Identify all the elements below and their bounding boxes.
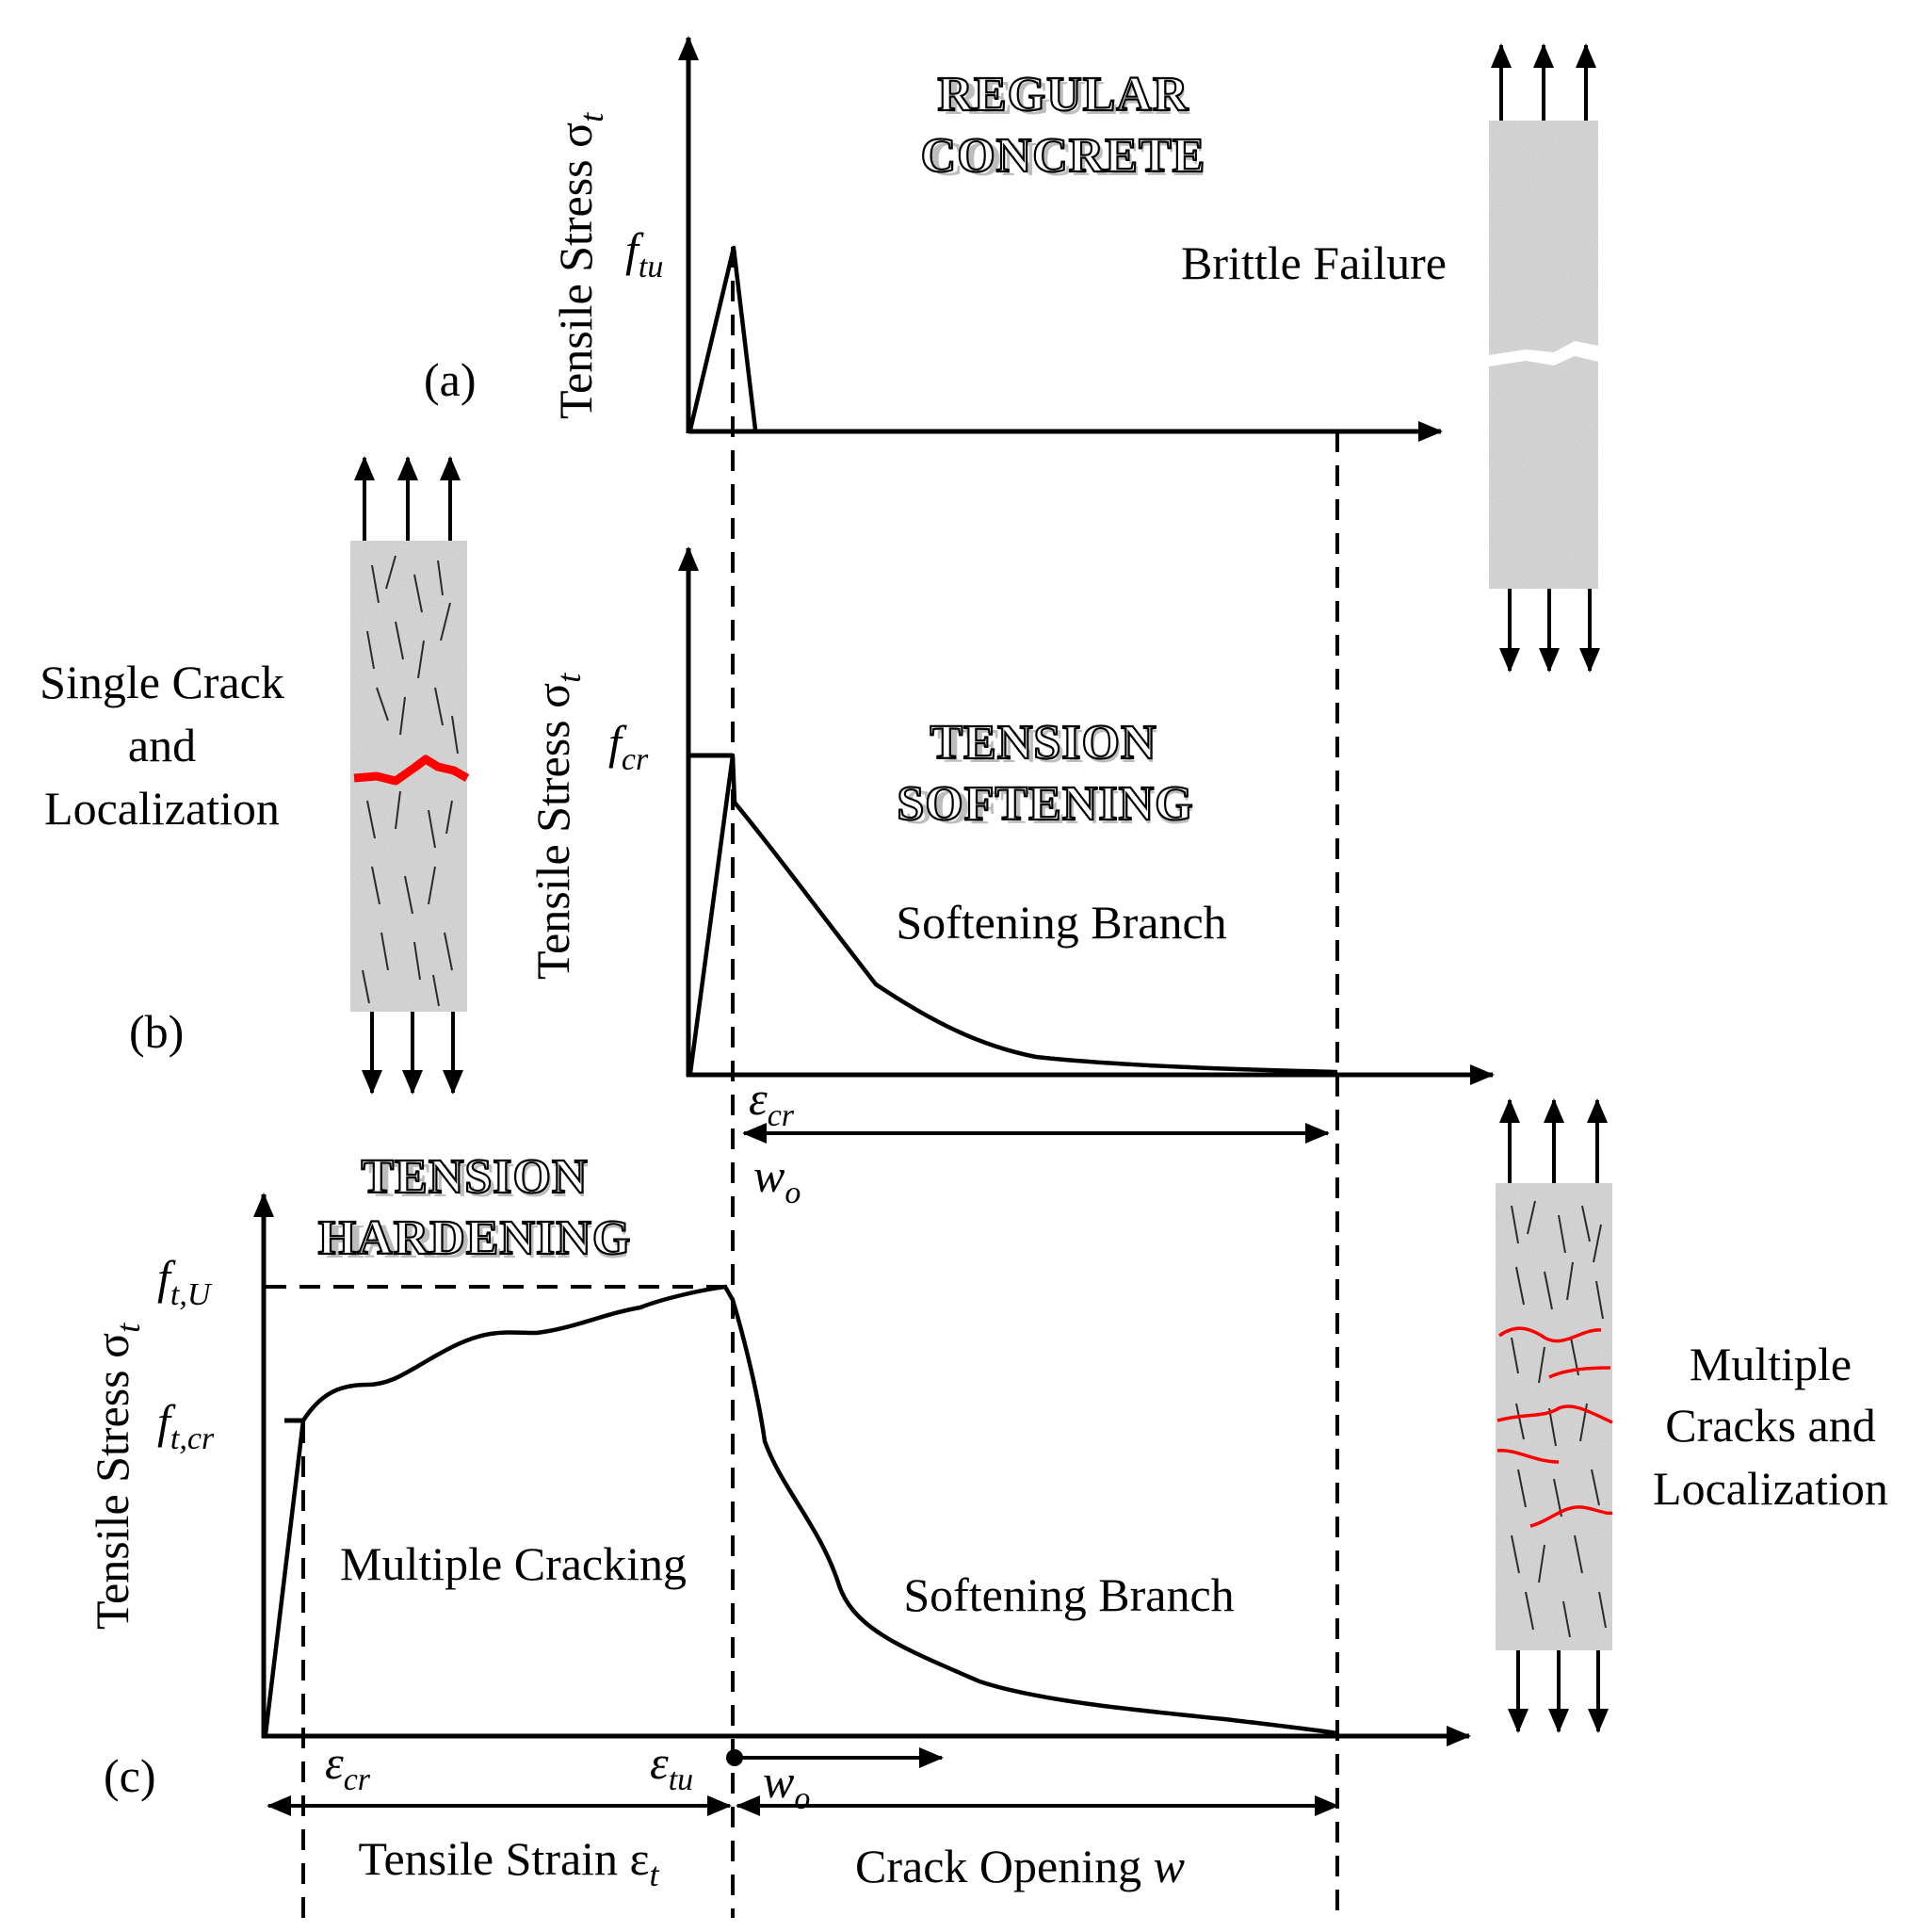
- panel-c-hardening-curve: [263, 1284, 1338, 1736]
- specimen-single-crack-bottom-arrows: [362, 1012, 463, 1095]
- specimen-multiple-cracks-red-cracks: [1496, 1326, 1613, 1528]
- panel-c-title-line-2: HARDENING: [318, 1211, 632, 1265]
- panel-b-title-line-1: TENSION: [930, 716, 1157, 770]
- panel-a-curve: [688, 245, 758, 430]
- specimen-brittle-bottom-arrows: [1499, 589, 1600, 673]
- specimen-brittle-top-arrows: [1491, 43, 1596, 121]
- specimen-single-crack-fibers: [362, 555, 459, 1007]
- panel-c-title-shadow-2: HARDENING: [326, 1215, 631, 1269]
- panel-c-crack-strength-label: ft,cr: [157, 1395, 215, 1456]
- specimen-single-crack-red-crack: [353, 755, 470, 786]
- panel-a: Tensile Stress σt ftu (a) REGULAR REGULA…: [424, 36, 1447, 442]
- panel-b-tag: (b): [129, 1005, 184, 1058]
- panel-c-caption-2: Cracks and: [1665, 1399, 1876, 1452]
- panel-a-peak-label: ftu: [625, 223, 663, 284]
- panel-c-strain-axis-label: Tensile Strain εt: [358, 1832, 659, 1893]
- panel-a-title-shadow-2: CONCRETE: [929, 133, 1206, 187]
- panel-b-strain-label: εcr: [749, 1072, 795, 1133]
- panel-c-crack-axis-label: Crack Opening w: [855, 1840, 1185, 1892]
- specimen-multiple-cracks-top-arrows: [1499, 1098, 1608, 1183]
- panel-a-title-line-2: CONCRETE: [921, 129, 1206, 183]
- panel-b-softening-curve: [688, 753, 1338, 1075]
- panel-b-title-shadow-1: TENSION: [937, 720, 1157, 773]
- panel-c-branch-label: Softening Branch: [903, 1568, 1234, 1621]
- panel-c-cracking-label: Multiple Cracking: [340, 1537, 687, 1590]
- panel-c: Tensile Stress σt ft,U ft,cr (c) TENSION…: [86, 1149, 1888, 1918]
- panel-c-caption-1: Multiple: [1690, 1338, 1852, 1390]
- panel-c-ultimate-label: ft,U: [157, 1251, 213, 1312]
- specimen-brittle: [1489, 43, 1600, 673]
- panel-c-title-line-1: TENSION: [361, 1150, 588, 1204]
- panel-c-title-shadow-1: TENSION: [368, 1154, 589, 1208]
- panel-b-peak-label: fcr: [608, 716, 649, 777]
- panel-b-y-label: Tensile Stress σt: [526, 673, 588, 980]
- specimen-multiple-cracks-fibers: [1511, 1200, 1607, 1638]
- panel-b-branch-label: Softening Branch: [896, 896, 1226, 949]
- panel-c-strain-cr-label: εcr: [325, 1736, 371, 1797]
- panel-b-title-line-2: SOFTENING: [897, 777, 1193, 831]
- panel-c-tag: (c): [104, 1749, 156, 1802]
- specimen-single-crack: [350, 456, 470, 1095]
- specimen-multiple-cracks-bottom-arrows: [1508, 1650, 1609, 1733]
- specimen-multiple-cracks: [1496, 1098, 1613, 1733]
- panel-a-title-line-1: REGULAR: [937, 68, 1189, 122]
- panel-c-caption-3: Localization: [1653, 1462, 1888, 1515]
- panel-a-y-label: Tensile Stress σt: [549, 112, 610, 419]
- panel-c-y-label: Tensile Stress σt: [86, 1323, 147, 1630]
- panel-b-title-shadow-2: SOFTENING: [905, 781, 1193, 835]
- specimen-single-crack-top-arrows: [354, 456, 461, 541]
- panel-a-note: Brittle Failure: [1181, 236, 1447, 289]
- panel-b-caption-3: Localization: [44, 782, 280, 835]
- panel-b: Tensile Stress σt fcr (b) TENSION TENSIO…: [40, 546, 1495, 1210]
- panel-b-caption-2: and: [128, 719, 196, 771]
- panel-c-strain-tu-label: εtu: [650, 1736, 693, 1797]
- panel-a-title-shadow-1: REGULAR: [945, 72, 1190, 125]
- specimen-brittle-crack: [1489, 341, 1598, 366]
- panel-b-opening-label: wo: [753, 1149, 801, 1210]
- panel-b-caption-1: Single Crack: [40, 656, 284, 708]
- panel-a-tag: (a): [424, 353, 477, 406]
